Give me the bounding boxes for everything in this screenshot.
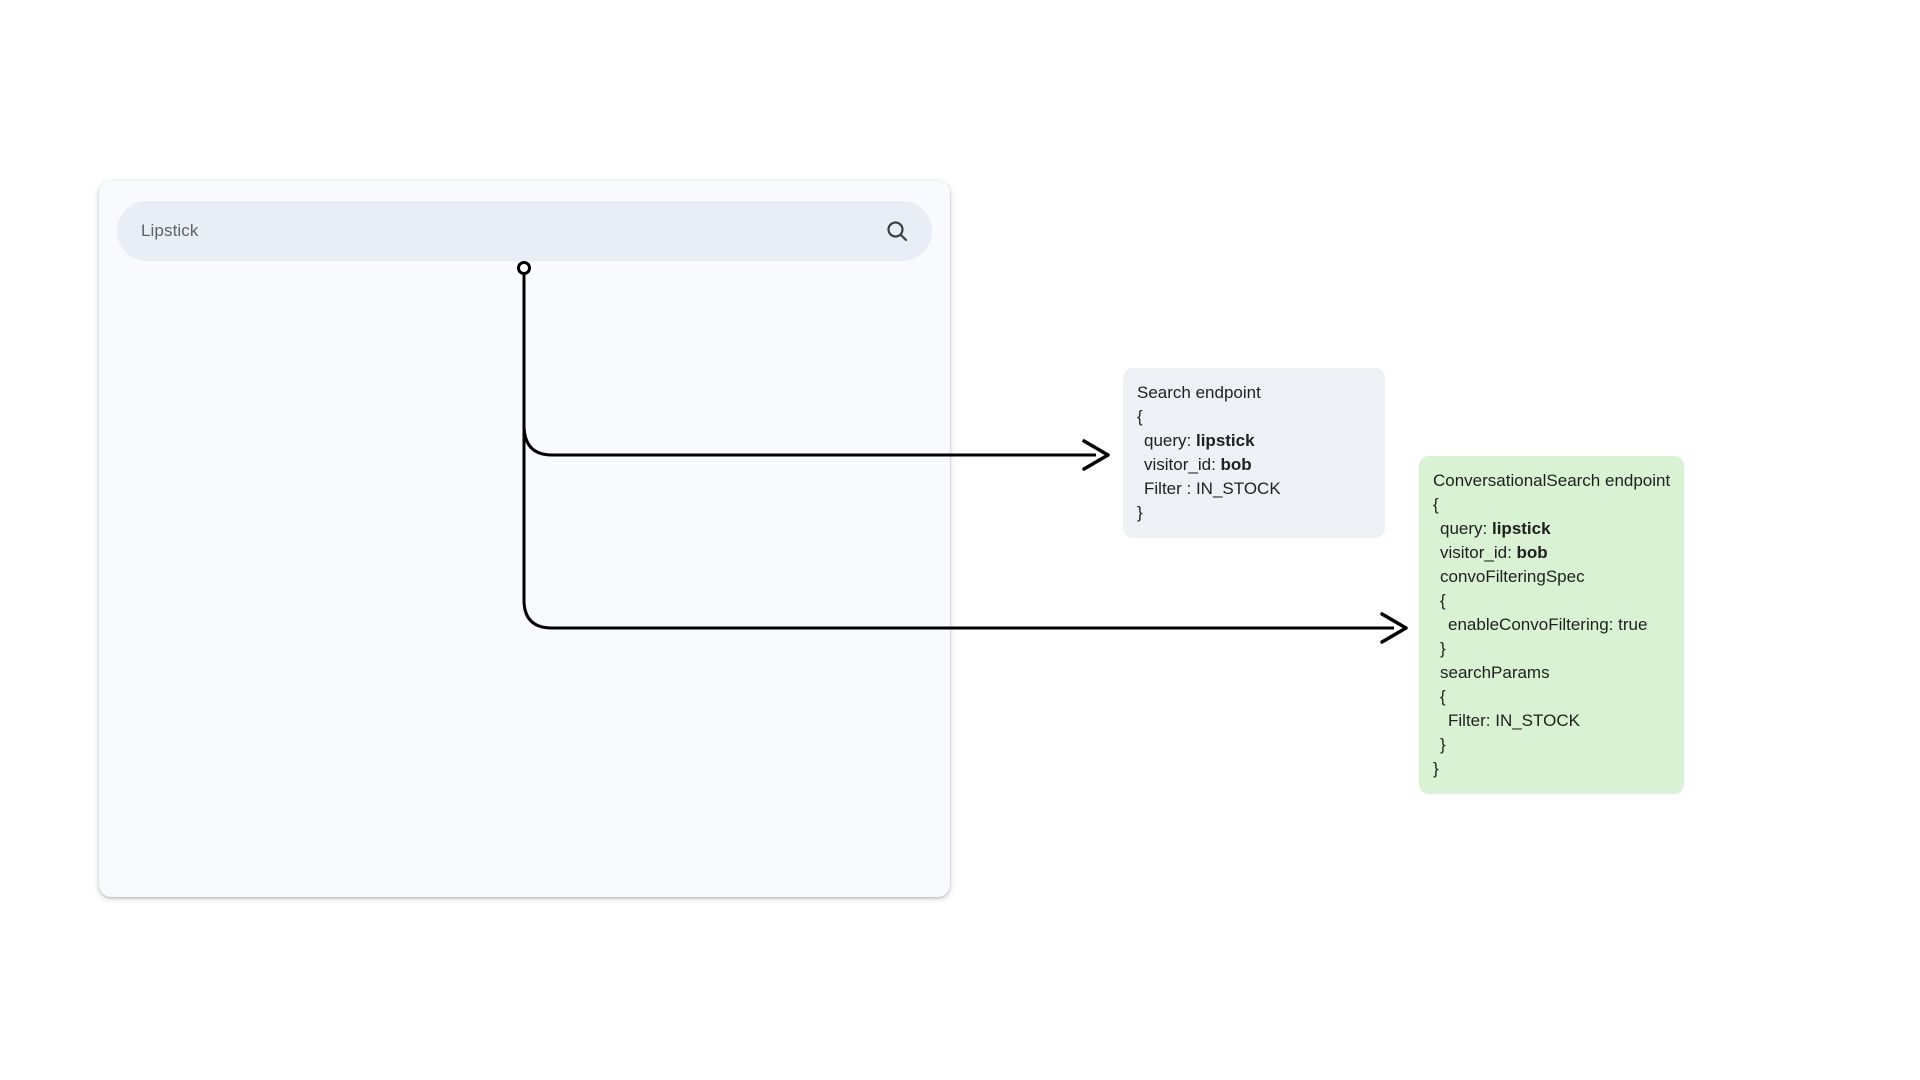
code-line: } bbox=[1137, 503, 1143, 522]
code-line: Filter : IN_STOCK bbox=[1144, 479, 1281, 498]
code-line: { bbox=[1440, 687, 1446, 706]
code-line: convoFilteringSpec bbox=[1440, 567, 1585, 586]
code-line: { bbox=[1440, 591, 1446, 610]
arrowhead-search bbox=[1082, 439, 1110, 471]
code-line: Filter: IN_STOCK bbox=[1448, 711, 1580, 730]
code-line: visitor_id: bob bbox=[1440, 543, 1548, 562]
search-endpoint-title: Search endpoint bbox=[1137, 383, 1261, 402]
code-line: { bbox=[1433, 495, 1439, 514]
code-line: { bbox=[1137, 407, 1143, 426]
search-query-text: Lipstick bbox=[141, 221, 199, 240]
code-line: } bbox=[1440, 639, 1446, 658]
code-line: } bbox=[1440, 735, 1446, 754]
code-line: query: lipstick bbox=[1440, 519, 1551, 538]
search-icon[interactable] bbox=[884, 218, 910, 244]
search-input[interactable]: Lipstick bbox=[117, 201, 932, 261]
search-panel: Lipstick bbox=[99, 181, 950, 897]
code-line: query: lipstick bbox=[1144, 431, 1255, 450]
conversational-search-endpoint-title: ConversationalSearch endpoint bbox=[1433, 471, 1671, 490]
conversational-search-endpoint-box: ConversationalSearch endpoint {query: li… bbox=[1419, 456, 1685, 794]
code-line: searchParams bbox=[1440, 663, 1550, 682]
code-line: visitor_id: bob bbox=[1144, 455, 1252, 474]
search-endpoint-box: Search endpoint {query: lipstick visitor_… bbox=[1123, 368, 1385, 538]
code-line: enableConvoFiltering: true bbox=[1448, 615, 1648, 634]
code-line: } bbox=[1433, 759, 1439, 778]
arrowhead-conversational bbox=[1380, 612, 1408, 644]
